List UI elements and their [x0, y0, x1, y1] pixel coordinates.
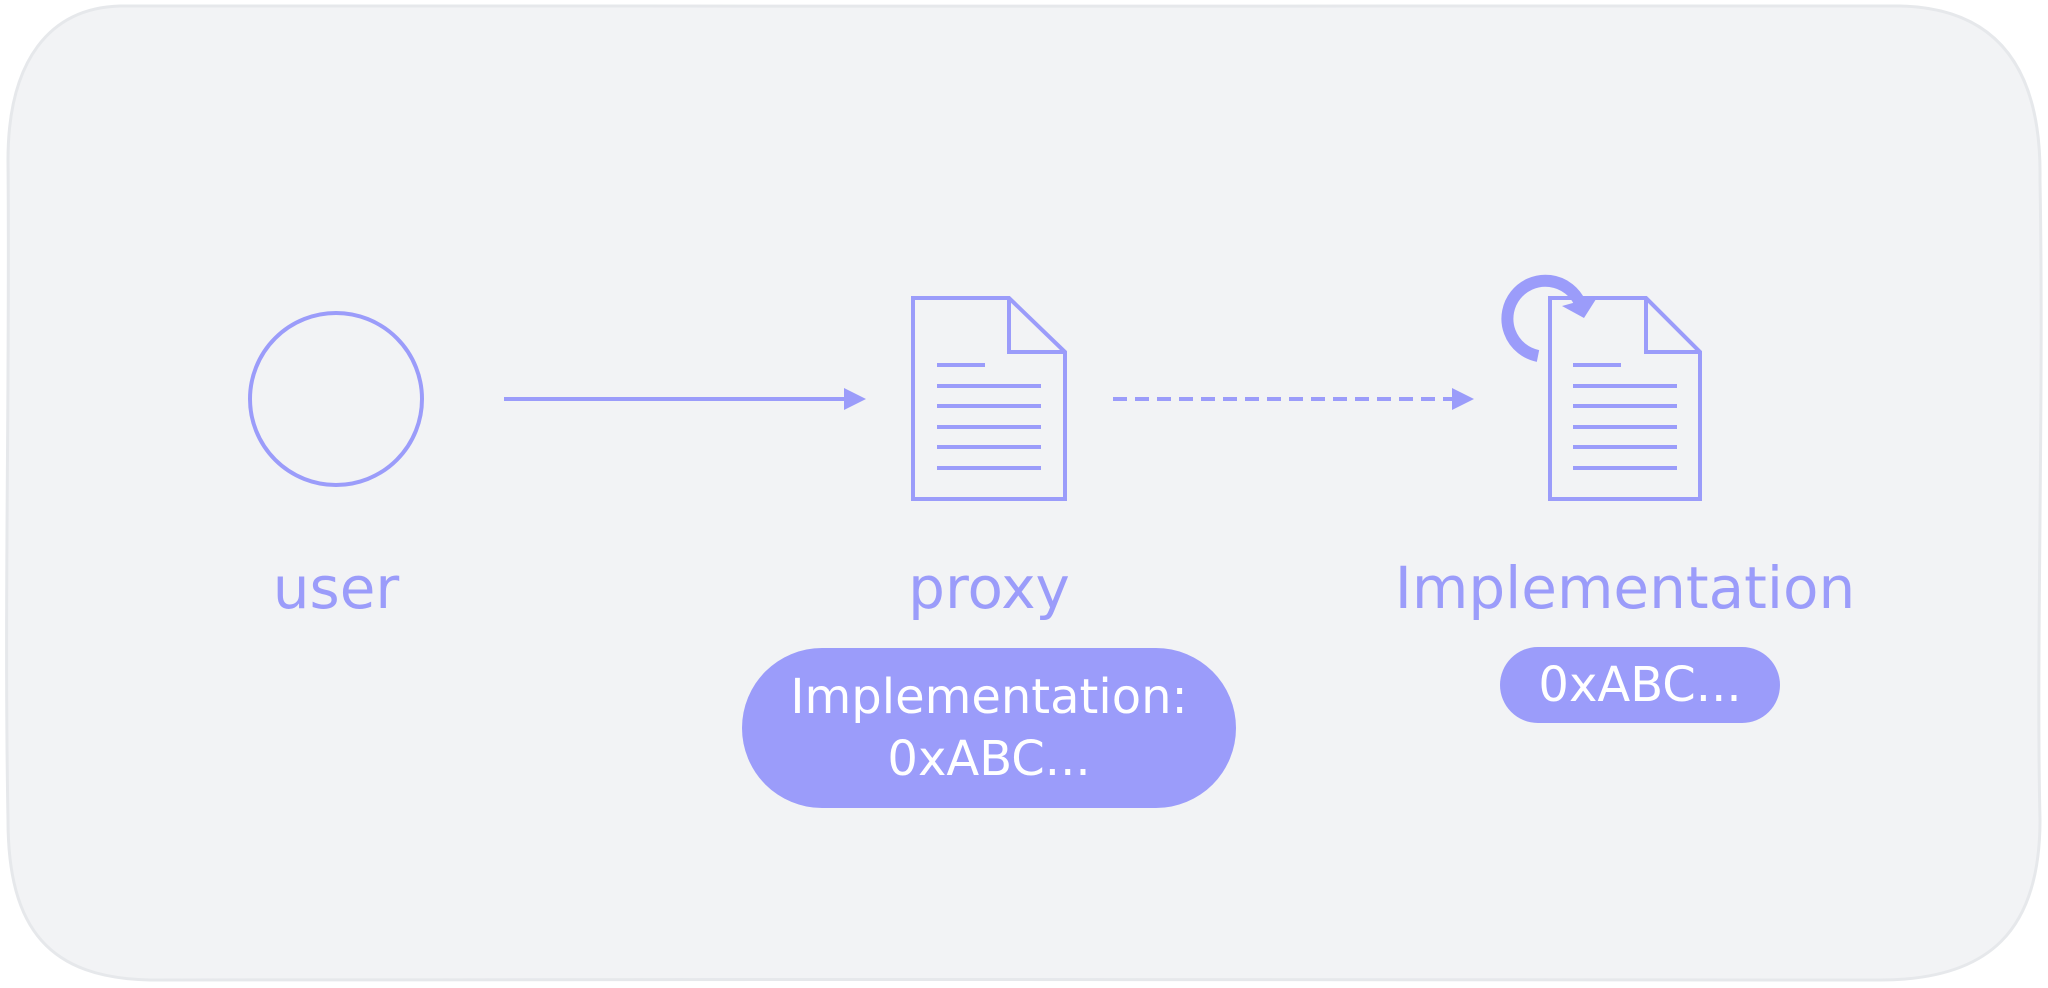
user-to-proxy-arrow [504, 388, 866, 410]
arrow-head-icon [844, 388, 866, 410]
proxy-storage-value: 0xABC... [887, 731, 1091, 787]
proxy-label: proxy [908, 554, 1070, 622]
arrow-head-icon [1452, 388, 1474, 410]
proxy-storage-key: Implementation: [790, 669, 1188, 725]
implementation-address-pill: 0xABC... [1500, 647, 1780, 723]
implementation-label: Implementation [1394, 554, 1856, 622]
user-label: user [272, 554, 400, 622]
user-circle-icon [248, 311, 424, 487]
implementation-refresh-icon [1501, 274, 1598, 362]
proxy-document-icon [911, 296, 1067, 501]
proxy-to-implementation-arrow [1113, 388, 1474, 410]
proxy-storage-pill: Implementation: 0xABC... [742, 648, 1236, 808]
implementation-document-icon [1548, 296, 1702, 501]
background-panel [5, 3, 2043, 983]
user-node [248, 311, 424, 487]
implementation-address: 0xABC... [1538, 657, 1742, 713]
